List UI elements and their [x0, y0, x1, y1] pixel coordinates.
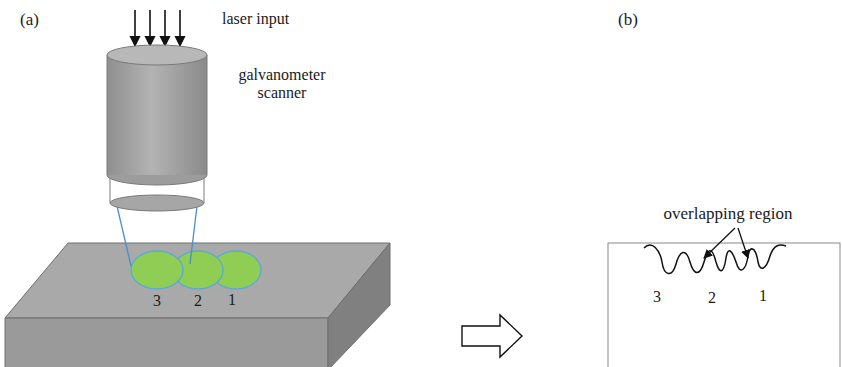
laser-arrow: [164, 10, 166, 46]
callout-number: 2: [194, 292, 202, 310]
panel-letter: (a): [20, 10, 39, 30]
callout-number: 1: [759, 287, 767, 304]
beam-line: [117, 206, 131, 266]
laser-arrow: [149, 10, 151, 46]
scanner-body: [107, 55, 207, 175]
spot: [131, 251, 183, 289]
block-front: [5, 318, 328, 367]
scanner-rim: [107, 175, 207, 185]
scanner-edge: [107, 55, 108, 175]
callout-number: 1: [228, 291, 236, 308]
callout-number: 3: [653, 288, 661, 305]
annotation: overlapping region: [664, 204, 793, 223]
part-label: laser input: [222, 10, 289, 28]
panel-letter: (b): [618, 10, 638, 29]
leader-arrows: [704, 228, 748, 258]
laser-arrow: [179, 10, 181, 46]
panel-letter: (a): [20, 10, 39, 29]
galvanometer-scanner: [107, 45, 207, 211]
lens-edge: [204, 178, 205, 203]
leader-arrow: [738, 228, 748, 258]
callout-number: 2: [708, 289, 716, 306]
callout-number: 3: [153, 292, 161, 310]
cross-section: [608, 243, 840, 367]
lens-edge: [110, 178, 111, 203]
callout-number: 2: [194, 292, 202, 309]
part-label: galvanometer scanner: [238, 66, 325, 101]
annotation: overlapping region: [664, 204, 793, 224]
scanner-edge: [207, 55, 208, 175]
lens: [110, 195, 204, 211]
laser-arrow: [134, 10, 136, 46]
part-label: galvanometer scanner: [223, 66, 341, 103]
callout-number: 2: [708, 289, 716, 307]
panel-letter: (b): [618, 10, 638, 30]
workpiece-block: [5, 243, 390, 367]
transition-arrow: [462, 315, 522, 357]
surface-profile: [644, 245, 786, 274]
callout-number: 1: [759, 287, 767, 305]
laser-arrows: [135, 10, 180, 46]
laser-spots: [131, 251, 261, 289]
block-top: [5, 243, 390, 318]
beam-line: [190, 206, 197, 264]
leader-arrow: [704, 228, 735, 258]
beam-lines: [117, 206, 197, 266]
callout-number: 3: [653, 288, 661, 306]
callout-number: 3: [153, 292, 161, 309]
scanner-top: [107, 45, 207, 65]
block-side: [328, 243, 390, 367]
part-label: laser input: [222, 10, 289, 27]
callout-number: 1: [228, 291, 236, 309]
